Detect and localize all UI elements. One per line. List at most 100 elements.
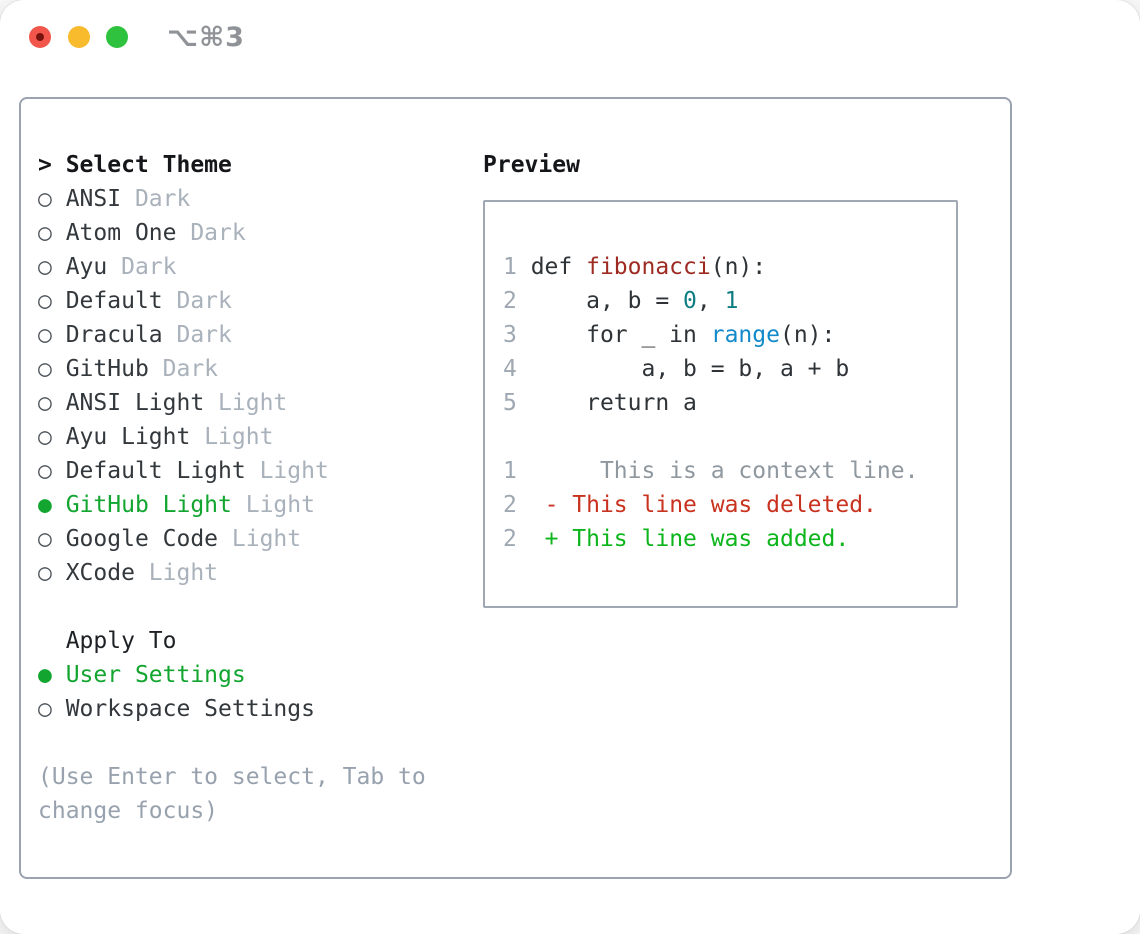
code-line: 2 + This line was added. bbox=[503, 522, 938, 556]
code-line: 2 - This line was deleted. bbox=[503, 488, 938, 522]
hint-line: change focus) bbox=[38, 798, 219, 824]
radio-icon: ○ bbox=[38, 390, 66, 416]
code-segment-lineno: 3 bbox=[503, 322, 531, 348]
close-dot-icon bbox=[36, 33, 44, 41]
code-segment-added: This line was added. bbox=[572, 526, 850, 552]
theme-name: ANSI Light bbox=[65, 390, 219, 416]
close-button[interactable] bbox=[29, 26, 51, 48]
radio-icon: ○ bbox=[38, 322, 66, 348]
maximize-button[interactable] bbox=[106, 26, 128, 48]
theme-name: Default bbox=[65, 288, 177, 314]
select-theme-title: Select Theme bbox=[65, 152, 232, 178]
code-line: 1 This is a context line. bbox=[503, 454, 938, 488]
code-segment-deleted: - bbox=[544, 492, 573, 518]
spacer bbox=[38, 726, 426, 760]
code-segment-code bbox=[531, 492, 545, 518]
preview-box: 1 def fibonacci (n): 2 a, b = 0, 1 3 for _ … bbox=[483, 200, 958, 608]
code-segment-code: a, b = bbox=[530, 288, 684, 314]
theme-option-dracula[interactable]: ○ Dracula Dark bbox=[38, 318, 426, 352]
theme-variant: Dark bbox=[176, 322, 232, 348]
code-segment-code: for _ in bbox=[530, 322, 711, 348]
theme-picker-panel: > Select Theme ○ ANSI Dark○ Atom One Dar… bbox=[19, 97, 1012, 879]
hint-text: (Use Enter to select, Tab to change focus… bbox=[38, 760, 426, 828]
theme-variant: Dark bbox=[190, 220, 246, 246]
code-segment-code bbox=[531, 458, 600, 484]
theme-variant: Dark bbox=[121, 254, 177, 280]
code-preview: 1 def fibonacci (n): 2 a, b = 0, 1 3 for _ … bbox=[503, 250, 938, 556]
theme-variant: Light bbox=[231, 526, 302, 552]
theme-variant: Light bbox=[204, 424, 274, 450]
code-segment-builtin: range bbox=[710, 322, 780, 348]
code-segment-num: 1 bbox=[724, 288, 739, 314]
theme-option-github-light[interactable]: ● GitHub Light Light bbox=[38, 488, 426, 522]
radio-icon: ○ bbox=[38, 526, 66, 552]
theme-name: Default Light bbox=[65, 458, 260, 484]
preview-column: Preview 1 def fibonacci (n): 2 a, b = 0, 1… bbox=[483, 148, 958, 608]
theme-name: GitHub Light bbox=[65, 492, 246, 518]
code-segment-code: def bbox=[530, 254, 587, 280]
theme-option-ayu[interactable]: ○ Ayu Dark bbox=[38, 250, 426, 284]
theme-option-default-light[interactable]: ○ Default Light Light bbox=[38, 454, 426, 488]
apply-option-user-settings[interactable]: ● User Settings bbox=[38, 658, 426, 692]
theme-option-xcode[interactable]: ○ XCode Light bbox=[38, 556, 426, 590]
code-segment-code: (n): bbox=[779, 322, 836, 348]
minimize-button[interactable] bbox=[68, 26, 90, 48]
blank-line bbox=[503, 420, 938, 454]
code-segment-lineno: 4 bbox=[503, 356, 531, 382]
theme-option-ayu-light[interactable]: ○ Ayu Light Light bbox=[38, 420, 426, 454]
theme-name: Google Code bbox=[65, 526, 232, 552]
code-segment-deleted: This line was deleted. bbox=[572, 492, 877, 518]
radio-icon: ○ bbox=[38, 424, 66, 450]
theme-variant: Light bbox=[218, 390, 288, 416]
titlebar: ⌥⌘3 bbox=[0, 0, 1140, 75]
code-segment-lineno: 2 bbox=[503, 492, 531, 518]
code-line: 5 return a bbox=[503, 386, 938, 420]
radio-selected-icon: ● bbox=[38, 662, 66, 688]
apply-to-list: ● User Settings○ Workspace Settings bbox=[38, 658, 426, 726]
select-theme-header: > Select Theme bbox=[38, 148, 426, 182]
radio-icon: ○ bbox=[38, 696, 66, 722]
hint-line: (Use Enter to select, Tab to bbox=[38, 764, 426, 790]
theme-option-github[interactable]: ○ GitHub Dark bbox=[38, 352, 426, 386]
spacer bbox=[38, 590, 426, 624]
theme-variant: Light bbox=[245, 492, 315, 518]
code-segment-code: , bbox=[696, 288, 725, 314]
theme-option-ansi[interactable]: ○ ANSI Dark bbox=[38, 182, 426, 216]
apply-option-label: Workspace Settings bbox=[65, 696, 315, 722]
focus-caret-icon: > bbox=[38, 152, 66, 178]
radio-icon: ○ bbox=[38, 254, 66, 280]
radio-icon: ○ bbox=[38, 458, 66, 484]
theme-option-ansi-light[interactable]: ○ ANSI Light Light bbox=[38, 386, 426, 420]
code-line: 2 a, b = 0, 1 bbox=[503, 284, 938, 318]
theme-name: GitHub bbox=[65, 356, 163, 382]
radio-icon: ○ bbox=[38, 220, 66, 246]
theme-name: Atom One bbox=[65, 220, 191, 246]
code-segment-code bbox=[531, 526, 545, 552]
code-segment-num: 0 bbox=[683, 288, 697, 314]
theme-variant: Light bbox=[259, 458, 329, 484]
code-segment-code: a, b = b, a + b bbox=[530, 356, 850, 382]
code-segment-func: fibonacci bbox=[586, 254, 711, 280]
code-segment-lineno: 1 bbox=[503, 254, 531, 280]
theme-option-default[interactable]: ○ Default Dark bbox=[38, 284, 426, 318]
theme-variant: Dark bbox=[176, 288, 232, 314]
radio-icon: ○ bbox=[38, 560, 66, 586]
code-segment-lineno: 2 bbox=[503, 288, 531, 314]
code-segment-added: + bbox=[544, 526, 573, 552]
theme-variant: Light bbox=[148, 560, 219, 586]
apply-option-workspace-settings[interactable]: ○ Workspace Settings bbox=[38, 692, 426, 726]
code-line: 4 a, b = b, a + b bbox=[503, 352, 938, 386]
code-segment-code: return a bbox=[530, 390, 697, 416]
theme-name: Ayu bbox=[65, 254, 122, 280]
theme-option-google-code[interactable]: ○ Google Code Light bbox=[38, 522, 426, 556]
theme-option-atom-one[interactable]: ○ Atom One Dark bbox=[38, 216, 426, 250]
preview-title: Preview bbox=[483, 152, 580, 178]
theme-name: Dracula bbox=[65, 322, 177, 348]
window-title: ⌥⌘3 bbox=[167, 22, 245, 53]
preview-header: Preview bbox=[483, 148, 958, 182]
theme-name: XCode bbox=[65, 560, 149, 586]
radio-selected-icon: ● bbox=[38, 492, 66, 518]
radio-icon: ○ bbox=[38, 288, 66, 314]
code-segment-lineno: 5 bbox=[503, 390, 531, 416]
